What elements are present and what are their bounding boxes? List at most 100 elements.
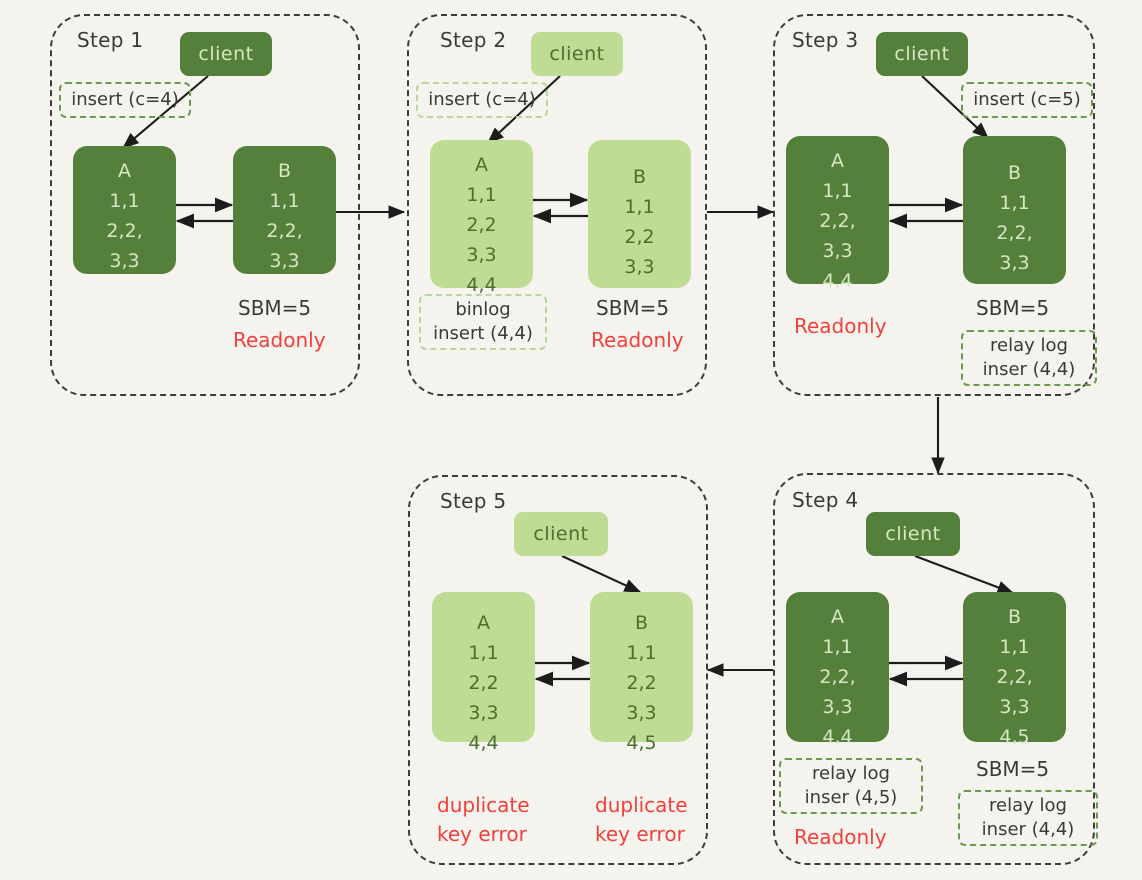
node-name: A bbox=[831, 150, 844, 172]
readonly-label-step2: Readonly bbox=[591, 328, 684, 352]
node-row: 3,3 bbox=[468, 702, 499, 725]
callout-line: inser (4,4) bbox=[982, 359, 1076, 380]
client-label: client bbox=[885, 523, 941, 545]
insert-callout-step1: insert (c=4) bbox=[59, 82, 191, 118]
step-frame-3 bbox=[773, 14, 1095, 396]
node-row: 3,3 bbox=[626, 702, 657, 725]
step-frame-4 bbox=[773, 473, 1095, 865]
node-name: A bbox=[831, 606, 844, 628]
client-box-step1[interactable]: client bbox=[180, 32, 272, 76]
node-a-step3[interactable]: A 1,1 2,2, 3,3 4,4 bbox=[786, 136, 889, 292]
client-label: client bbox=[549, 43, 605, 65]
sbm-label-step4: SBM=5 bbox=[976, 757, 1050, 781]
insert-callout-step3: insert (c=5) bbox=[961, 82, 1093, 118]
node-name: B bbox=[634, 612, 649, 634]
callout-line: relay log bbox=[812, 762, 890, 784]
node-row: 1,1 bbox=[626, 642, 657, 665]
step-frame-1 bbox=[50, 14, 360, 396]
callout-line: inser (4,5) bbox=[804, 787, 898, 808]
readonly-label-step4: Readonly bbox=[794, 825, 887, 849]
node-a-step4[interactable]: A 1,1 2,2, 3,3 4,4 bbox=[786, 592, 889, 748]
node-row: 1,1 bbox=[466, 184, 497, 207]
step-title-2: Step 2 bbox=[440, 28, 507, 52]
node-name: B bbox=[1007, 162, 1022, 184]
node-a-step1[interactable]: A 1,1 2,2, 3,3 bbox=[73, 146, 176, 274]
client-label: client bbox=[533, 523, 589, 545]
duplicate-key-error-b-step5: duplicate key error bbox=[595, 793, 688, 846]
node-row: 3,3 bbox=[466, 244, 497, 267]
node-row: 4,4 bbox=[822, 726, 853, 749]
node-row: 3,3 bbox=[822, 696, 853, 719]
client-box-step5[interactable]: client bbox=[514, 512, 608, 556]
step-frame-5 bbox=[408, 475, 708, 865]
node-row: 4,4 bbox=[468, 732, 499, 755]
relay-log-callout-a-step4: relay log inser (4,5) bbox=[779, 758, 923, 814]
node-name: B bbox=[632, 166, 647, 188]
node-row: 2,2, bbox=[819, 666, 856, 689]
node-row: 4,4 bbox=[466, 274, 497, 297]
sbm-label-step3: SBM=5 bbox=[976, 296, 1050, 320]
node-row: 2,2 bbox=[624, 226, 655, 249]
insert-callout-step2: insert (c=4) bbox=[416, 82, 548, 118]
node-row: 4,4 bbox=[822, 270, 853, 293]
node-row: 2,2, bbox=[996, 666, 1033, 689]
relay-log-callout-step3: relay log inser (4,4) bbox=[961, 330, 1097, 386]
node-b-step1[interactable]: B 1,1 2,2, 3,3 bbox=[233, 146, 336, 274]
node-row: 1,1 bbox=[468, 642, 499, 665]
readonly-label-step1: Readonly bbox=[233, 328, 326, 352]
node-row: 4,5 bbox=[999, 726, 1030, 749]
binlog-callout-step2: binlog insert (4,4) bbox=[419, 294, 547, 350]
callout-line: insert (c=4) bbox=[71, 88, 179, 110]
callout-line: binlog bbox=[455, 298, 511, 320]
node-name: A bbox=[475, 154, 488, 176]
callout-line: inser (4,4) bbox=[981, 819, 1075, 840]
node-row: 2,2 bbox=[466, 214, 497, 237]
client-box-step2[interactable]: client bbox=[531, 32, 623, 76]
node-row: 1,1 bbox=[822, 180, 853, 203]
duplicate-key-error-a-step5: duplicate key error bbox=[437, 793, 530, 846]
step-title-3: Step 3 bbox=[792, 28, 859, 52]
node-name: A bbox=[477, 612, 490, 634]
node-row: 1,1 bbox=[269, 190, 300, 213]
node-row: 1,1 bbox=[999, 192, 1030, 215]
readonly-label-step3: Readonly bbox=[794, 314, 887, 338]
callout-line: insert (4,4) bbox=[433, 323, 533, 344]
step-title-1: Step 1 bbox=[77, 28, 144, 52]
node-row: 2,2, bbox=[106, 220, 143, 243]
node-name: A bbox=[118, 160, 131, 182]
sbm-label-step1: SBM=5 bbox=[238, 296, 312, 320]
node-name: B bbox=[277, 160, 292, 182]
relay-log-callout-b-step4: relay log inser (4,4) bbox=[958, 790, 1098, 846]
client-box-step4[interactable]: client bbox=[866, 512, 960, 556]
node-b-step5[interactable]: B 1,1 2,2 3,3 4,5 bbox=[590, 592, 693, 754]
callout-line: relay log bbox=[990, 334, 1068, 356]
node-row: 2,2 bbox=[626, 672, 657, 695]
step-frame-2 bbox=[407, 14, 707, 396]
node-row: 3,3 bbox=[999, 252, 1030, 275]
node-row: 3,3 bbox=[109, 250, 140, 273]
node-row: 4,5 bbox=[626, 732, 657, 755]
node-b-step4[interactable]: B 1,1 2,2, 3,3 4,5 bbox=[963, 592, 1066, 748]
node-b-step2[interactable]: B 1,1 2,2 3,3 bbox=[588, 140, 691, 288]
node-row: 1,1 bbox=[999, 636, 1030, 659]
client-label: client bbox=[894, 43, 950, 65]
node-row: 2,2, bbox=[819, 210, 856, 233]
step-title-4: Step 4 bbox=[792, 488, 859, 512]
node-row: 2,2 bbox=[468, 672, 499, 695]
node-row: 1,1 bbox=[624, 196, 655, 219]
node-row: 1,1 bbox=[109, 190, 140, 213]
callout-line: relay log bbox=[989, 794, 1067, 816]
node-a-step2[interactable]: A 1,1 2,2 3,3 4,4 bbox=[430, 140, 533, 296]
node-row: 3,3 bbox=[269, 250, 300, 273]
node-b-step3[interactable]: B 1,1 2,2, 3,3 bbox=[963, 136, 1066, 284]
step-title-5: Step 5 bbox=[440, 489, 507, 513]
node-a-step5[interactable]: A 1,1 2,2 3,3 4,4 bbox=[432, 592, 535, 754]
client-box-step3[interactable]: client bbox=[876, 32, 968, 76]
node-row: 1,1 bbox=[822, 636, 853, 659]
node-row: 3,3 bbox=[999, 696, 1030, 719]
client-label: client bbox=[198, 43, 254, 65]
node-name: B bbox=[1007, 606, 1022, 628]
callout-line: insert (c=4) bbox=[428, 88, 536, 110]
node-row: 3,3 bbox=[624, 256, 655, 279]
sbm-label-step2: SBM=5 bbox=[596, 296, 670, 320]
